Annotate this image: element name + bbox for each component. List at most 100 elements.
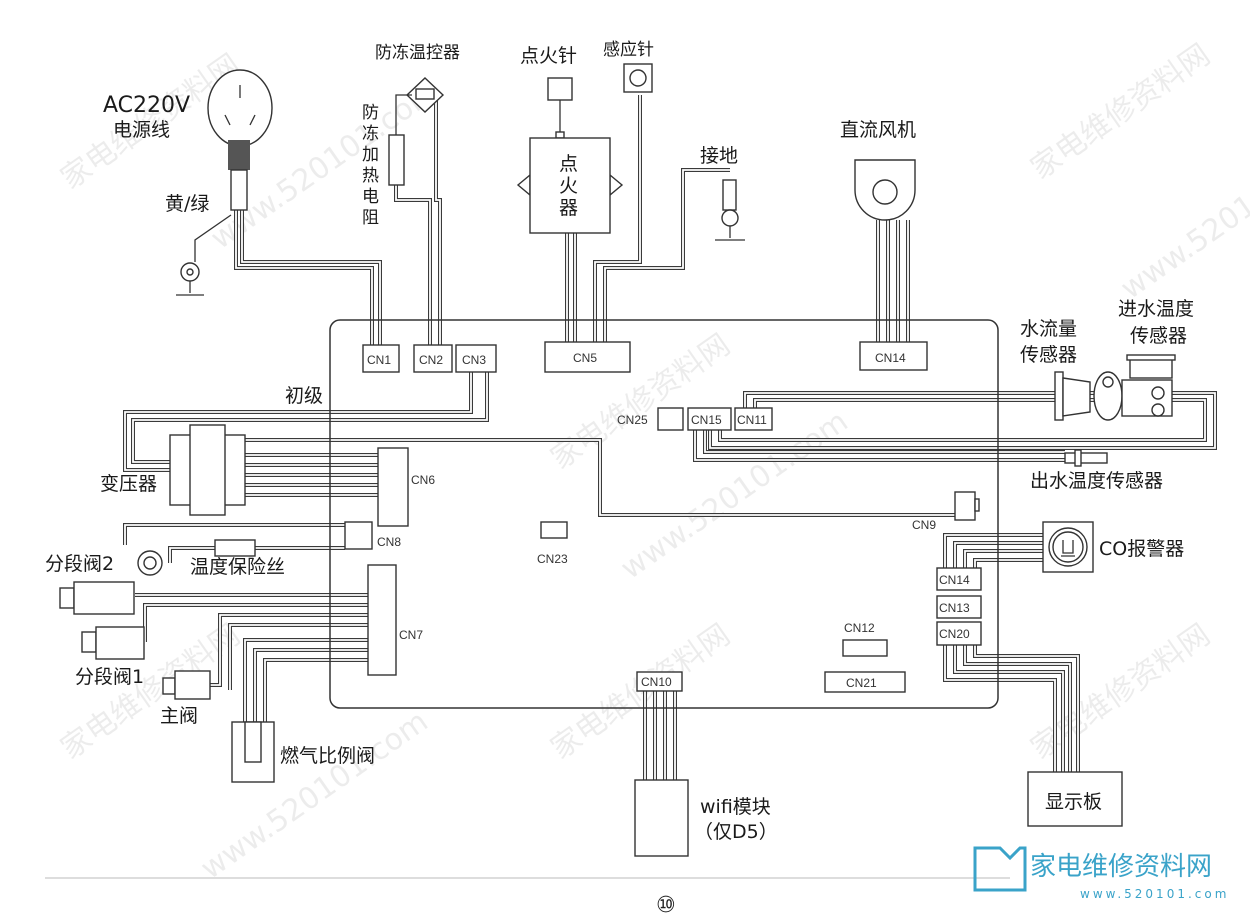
cn10-label: CN10 — [641, 675, 672, 689]
cn3-label: CN3 — [462, 353, 486, 367]
connectors: CN1 CN2 CN3 CN5 CN14 CN25 CN15 CN11 CN6 … — [344, 341, 982, 693]
connector-cn13: CN13 — [936, 595, 982, 619]
cn8-label: CN8 — [377, 535, 401, 549]
antifreeze-thermostat-label: 防冻温控器 — [375, 43, 460, 63]
wire-inner — [235, 210, 373, 345]
section-valve-2 — [59, 581, 135, 615]
wire — [394, 185, 432, 345]
cn11-label: CN11 — [737, 413, 767, 427]
wifi-module-label: wifi模块 — [700, 796, 771, 818]
logo-url: www.520101.com — [1080, 887, 1229, 901]
watermark-text: 家电维修资料网 — [545, 617, 737, 766]
cn14-co-label: CN14 — [939, 573, 970, 587]
gas-proportional-valve-label: 燃气比例阀 — [280, 745, 375, 767]
wire-inner — [954, 542, 1043, 568]
site-logo: 家电维修资料网 www.520101.com — [973, 846, 1229, 901]
power-cord-label: 电源线 — [113, 119, 170, 141]
wire — [693, 430, 1065, 462]
display-board-label: 显示板 — [1045, 791, 1102, 813]
cn1-label: CN1 — [367, 353, 391, 367]
wire-inner — [944, 534, 1043, 568]
display-board: 显示板 — [1027, 771, 1123, 827]
sensing-pin — [623, 63, 653, 93]
page-number: ⑩ — [656, 893, 676, 918]
heater-char: 防 — [362, 103, 379, 123]
wire — [603, 168, 730, 342]
wire — [228, 623, 368, 690]
wifi-module-note: （仅D5） — [694, 821, 778, 843]
cn12-label: CN12 — [844, 621, 875, 635]
connector-cn7: CN7 — [367, 564, 423, 676]
cn5-label: CN5 — [573, 351, 597, 365]
connector-cn3: CN3 — [455, 344, 497, 373]
primary-label: 初级 — [285, 385, 323, 407]
connector-cn14-co: CN14 — [936, 567, 982, 591]
thermal-fuse-label: 温度保险丝 — [190, 556, 285, 578]
section-valve-1-label: 分段阀1 — [75, 666, 144, 688]
wire-inner — [604, 169, 730, 342]
wifi-module — [634, 779, 689, 857]
wire-inner — [709, 392, 1216, 449]
heater-char: 加 — [362, 145, 379, 165]
water-flow-sensor-label: 传感器 — [1020, 344, 1077, 366]
ignition-pin — [547, 77, 573, 139]
voltage-label: AC220V — [103, 93, 190, 118]
wire-inner — [964, 550, 1043, 568]
cn9-label: CN9 — [912, 518, 936, 532]
watermark-text: www.520101.com — [1115, 124, 1250, 307]
wire-inner — [132, 372, 488, 463]
cn13-label: CN13 — [939, 601, 970, 615]
wire-inner — [264, 659, 368, 722]
wire-inner — [435, 90, 441, 345]
earth-ground-icon — [176, 214, 232, 296]
wire-inner — [244, 639, 368, 722]
cn23-label: CN23 — [537, 552, 568, 566]
connector-cn14-fan: CN14 — [859, 341, 928, 371]
connector-cn15: CN15 — [687, 407, 732, 431]
wire-inner — [144, 604, 368, 642]
dc-fan-label: 直流风机 — [840, 119, 916, 141]
co-alarm — [1042, 521, 1094, 573]
outlet-temp-sensor-label: 出水温度传感器 — [1030, 470, 1163, 492]
thermal-fuse — [214, 539, 256, 557]
sensing-pin-label: 感应针 — [603, 40, 654, 60]
wire-inner — [719, 399, 1206, 441]
transformer-label: 变压器 — [100, 473, 157, 495]
section-valve-1 — [81, 626, 145, 660]
wire-inner — [594, 95, 641, 342]
wire-inner — [230, 439, 955, 516]
wire-inner — [395, 185, 431, 345]
antifreeze-heater-label: 防 冻 加 热 电 阻 — [362, 103, 379, 228]
section-valve-2-coil — [137, 550, 163, 576]
wire-inner — [124, 524, 345, 545]
wire — [953, 541, 1043, 568]
power-plug — [207, 69, 273, 211]
cn20-label: CN20 — [939, 627, 970, 641]
wire-inner — [210, 614, 368, 686]
main-valve-label: 主阀 — [160, 705, 198, 727]
cn21-label: CN21 — [846, 676, 877, 690]
heater-resistor — [388, 134, 405, 186]
connector-cn21: CN21 — [824, 671, 906, 693]
connector-cn6: CN6 — [377, 447, 435, 527]
connector-cn10: CN10 — [636, 671, 683, 692]
heater-char: 冻 — [362, 124, 379, 144]
cn2-label: CN2 — [419, 353, 443, 367]
water-flow-sensor-label: 水流量 — [1020, 318, 1077, 340]
watermark-text: www.520101.com — [615, 404, 855, 587]
connector-cn20: CN20 — [936, 621, 982, 646]
wire — [973, 558, 1043, 568]
inlet-temp-sensor-label: 进水温度 — [1118, 298, 1194, 320]
wire-inner — [954, 645, 1064, 772]
logo-text: 家电维修资料网 — [1030, 852, 1212, 882]
wire — [263, 658, 368, 722]
connector-cn25: CN25 — [617, 407, 684, 431]
connector-cn12: CN12 — [842, 621, 888, 657]
wire-inner — [241, 210, 381, 345]
cn14-fan-label: CN14 — [875, 351, 906, 365]
watermark-text: 家电维修资料网 — [1025, 37, 1217, 186]
heater-char: 电 — [362, 187, 379, 207]
wire-inner — [974, 559, 1043, 568]
wire-inner — [974, 645, 1079, 772]
